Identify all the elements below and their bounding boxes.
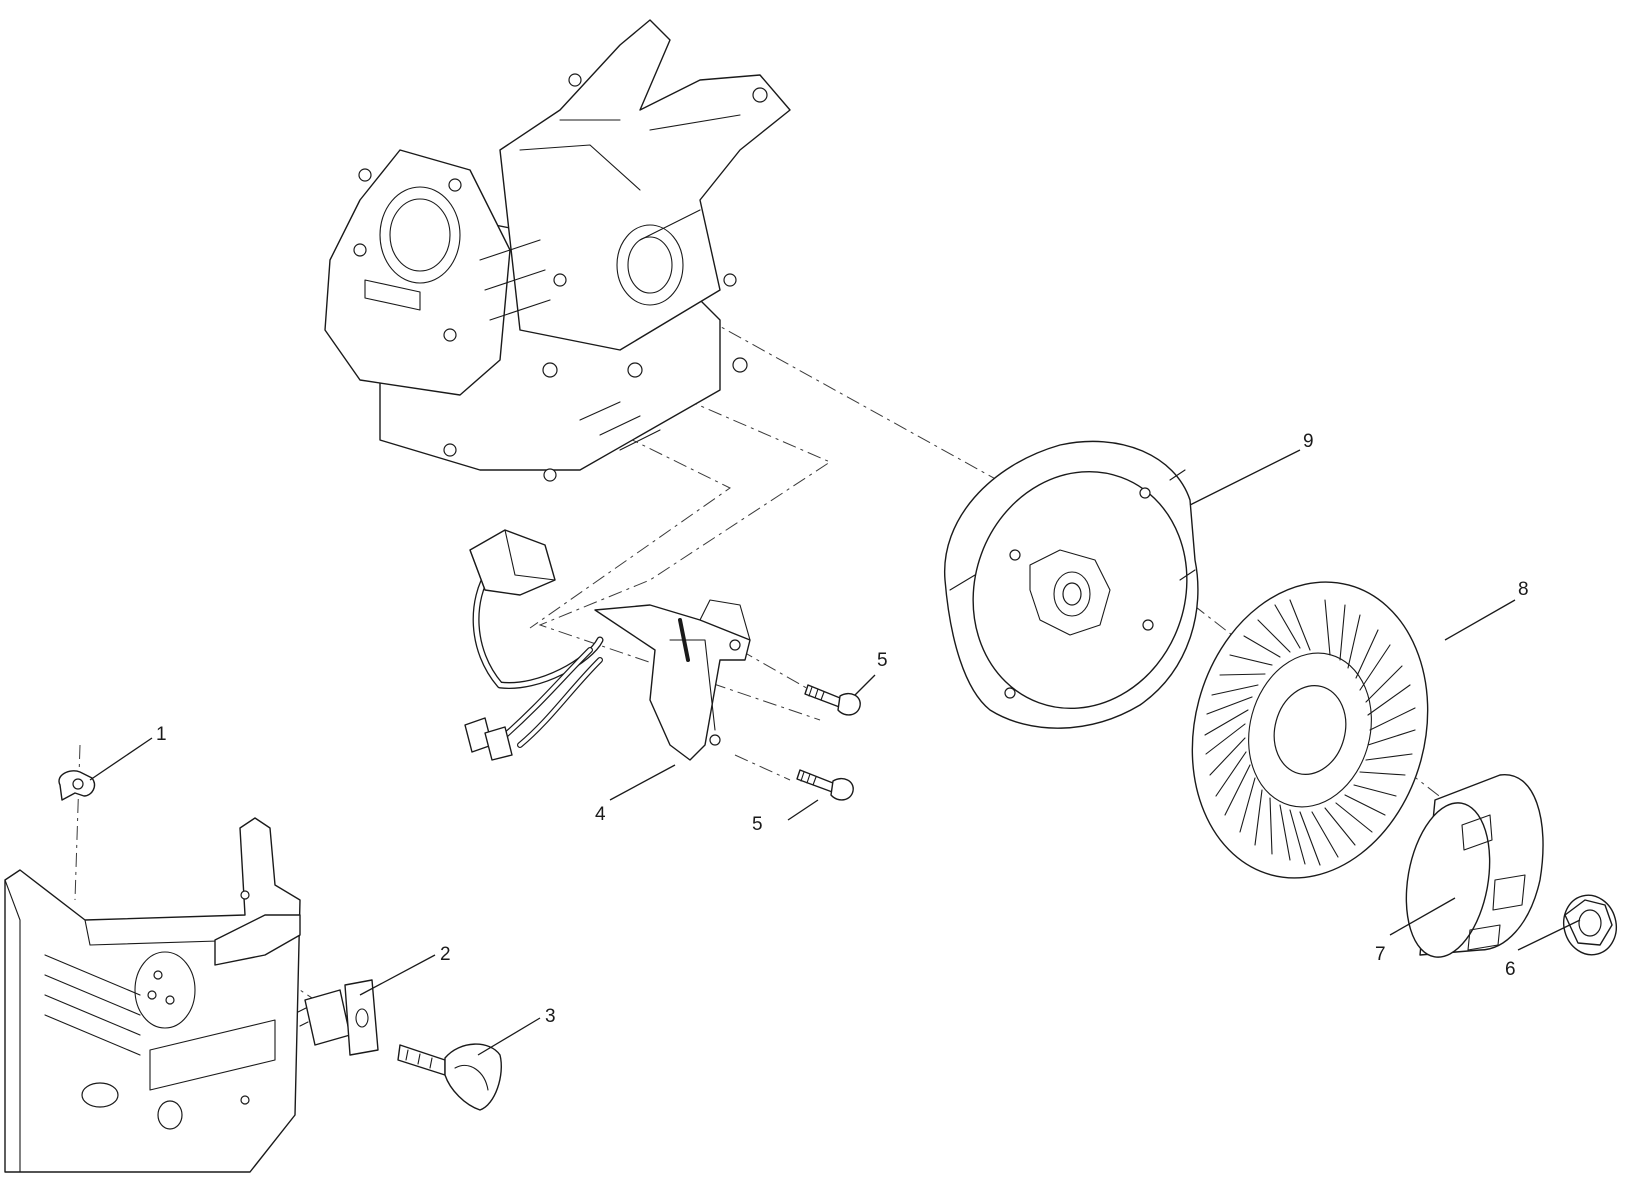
- leader-7: [1389, 897, 1456, 936]
- starter-cup: [1405, 774, 1544, 958]
- ignition-switch: [297, 979, 379, 1056]
- leader-5b: [787, 799, 819, 821]
- callout-labels: 1 2 3 4 5 5 6 7 8 9: [156, 431, 1529, 1027]
- leader-2: [359, 954, 436, 996]
- engine-crankcase: [324, 19, 791, 482]
- cooling-fan: [1191, 581, 1429, 879]
- leader-8: [1444, 599, 1516, 641]
- callout-7: 7: [1375, 944, 1386, 965]
- leader-3: [477, 1017, 541, 1056]
- callout-8: 8: [1518, 579, 1529, 600]
- leader-9: [1189, 449, 1301, 506]
- leader-1: [89, 737, 153, 781]
- control-panel-cover: [4, 817, 301, 1173]
- ignition-coil-bolt-upper: [804, 684, 861, 716]
- callout-3: 3: [545, 1006, 556, 1027]
- callout-5-upper: 5: [877, 650, 888, 671]
- leader-6: [1517, 919, 1581, 951]
- callout-9: 9: [1303, 431, 1314, 452]
- callout-4: 4: [595, 804, 606, 825]
- callout-1: 1: [156, 724, 167, 745]
- flange-nut: [1563, 894, 1617, 956]
- ignition-coil: [464, 529, 751, 761]
- ignition-coil-bolt-lower: [796, 769, 854, 801]
- flywheel: [944, 440, 1199, 729]
- leader-5a: [854, 674, 876, 696]
- ignition-key: [397, 1043, 502, 1111]
- callout-2: 2: [440, 944, 451, 965]
- callout-leaders: [89, 449, 1581, 1056]
- callout-6: 6: [1505, 959, 1516, 980]
- leader-4: [609, 764, 676, 801]
- callout-5-lower: 5: [752, 814, 763, 835]
- wire-clamp: [58, 770, 96, 801]
